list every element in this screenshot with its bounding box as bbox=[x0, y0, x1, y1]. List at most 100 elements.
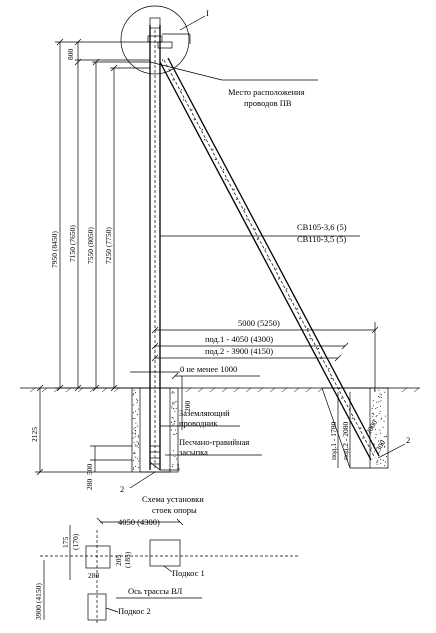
texture-dot bbox=[176, 458, 178, 460]
texture-dot bbox=[174, 455, 176, 457]
texture-dot bbox=[173, 392, 175, 394]
texture-dot bbox=[135, 410, 137, 412]
texture-dot bbox=[371, 426, 373, 428]
texture-dot bbox=[382, 426, 384, 428]
texture-dot bbox=[136, 402, 138, 404]
texture-dot bbox=[373, 419, 375, 421]
dim-2080: под.2 - 2080 bbox=[341, 422, 350, 460]
texture-dot bbox=[380, 397, 382, 399]
texture-dot bbox=[138, 408, 140, 410]
texture-dot bbox=[378, 396, 380, 398]
ground-hatch-mark bbox=[185, 387, 192, 393]
texture-dot bbox=[360, 427, 362, 429]
texture-dot bbox=[373, 443, 375, 445]
texture-dot bbox=[172, 401, 174, 403]
scheme-title-1: Схема установки bbox=[142, 494, 204, 504]
texture-dot bbox=[275, 268, 277, 270]
texture-dot bbox=[137, 436, 139, 438]
texture-dot bbox=[225, 178, 227, 180]
texture-dot bbox=[376, 401, 378, 403]
texture-dot bbox=[201, 129, 204, 131]
texture-dot bbox=[133, 389, 135, 391]
wire-place-label: Место расположения bbox=[228, 87, 305, 97]
texture-dot bbox=[174, 410, 176, 412]
texture-dot bbox=[172, 79, 174, 81]
texture-dot bbox=[134, 452, 136, 454]
texture-dot bbox=[204, 139, 206, 141]
texture-dot bbox=[172, 463, 174, 465]
texture-dot bbox=[170, 69, 172, 71]
texture-dot bbox=[135, 445, 137, 447]
dim-7250: 7250 (7750) bbox=[104, 227, 113, 264]
detail-callout-I: I bbox=[120, 5, 209, 75]
texture-dot bbox=[137, 458, 139, 460]
dim-7550: 7550 (8050) bbox=[86, 227, 95, 264]
texture-dot bbox=[233, 188, 235, 190]
texture-dot bbox=[379, 429, 381, 431]
dim-7950: 7950 (8450) bbox=[50, 231, 59, 268]
texture-dot bbox=[138, 460, 140, 462]
texture-dot bbox=[385, 435, 387, 437]
plan-dim-175: 175 bbox=[61, 537, 70, 549]
texture-dot bbox=[254, 228, 256, 230]
texture-dot bbox=[183, 99, 185, 101]
dim-2125: 2125 bbox=[30, 427, 39, 442]
texture-dot bbox=[133, 452, 135, 454]
texture-dot bbox=[383, 443, 385, 445]
texture-dot bbox=[134, 430, 136, 432]
texture-dot bbox=[132, 417, 134, 419]
texture-dot bbox=[171, 421, 173, 423]
ground-hatch-mark bbox=[401, 387, 408, 393]
texture-dot bbox=[135, 456, 137, 458]
ground-hatch-mark bbox=[29, 387, 36, 393]
texture-dot bbox=[378, 401, 380, 403]
texture-dot bbox=[137, 447, 139, 449]
texture-dot bbox=[244, 208, 246, 210]
dim-5000: 5000 (5250) bbox=[238, 318, 280, 328]
plan-dim-3900: 3900 (4150) bbox=[34, 583, 43, 620]
ground-hatch-mark bbox=[269, 387, 276, 393]
texture-dot bbox=[330, 377, 332, 379]
texture-dot bbox=[384, 415, 386, 417]
texture-dot bbox=[134, 392, 136, 394]
texture-dot bbox=[299, 318, 301, 320]
texture-dot bbox=[362, 437, 364, 439]
texture-dot bbox=[246, 218, 248, 220]
texture-dot bbox=[377, 461, 379, 463]
texture-dot bbox=[265, 248, 267, 250]
texture-dot bbox=[379, 393, 381, 395]
texture-dot bbox=[134, 426, 136, 428]
texture-dot bbox=[136, 441, 138, 443]
texture-dot bbox=[172, 403, 174, 405]
dim-800: 800 bbox=[66, 49, 75, 61]
plan-dim-185: (185) bbox=[123, 551, 132, 568]
ground-hatch-mark bbox=[53, 387, 60, 393]
dim-280: 280 bbox=[85, 479, 94, 491]
texture-dot bbox=[383, 436, 385, 438]
plan-dim-170: (170) bbox=[71, 533, 80, 550]
texture-dot bbox=[212, 148, 214, 151]
texture-dot bbox=[173, 408, 175, 410]
texture-dot bbox=[267, 258, 269, 260]
scheme-title: 2 Схема установки стоек опоры bbox=[120, 471, 204, 515]
texture-dot bbox=[377, 459, 379, 461]
texture-dot bbox=[132, 394, 134, 396]
texture-dot bbox=[379, 432, 381, 434]
strut-pit: под.1 - 1780 под.2 - 2080 2000 2300 2 bbox=[321, 387, 410, 469]
plan-dim-205: 205 bbox=[114, 555, 123, 567]
horizontal-dimensions: 5000 (5250) под.1 - 4050 (4300) под.2 - … bbox=[151, 318, 379, 392]
texture-dot bbox=[136, 400, 138, 402]
texture-dot bbox=[373, 414, 375, 416]
texture-dot bbox=[385, 455, 387, 457]
texture-dot bbox=[385, 436, 387, 438]
texture-dot bbox=[376, 415, 378, 417]
texture-dot bbox=[370, 447, 372, 449]
texture-dot bbox=[382, 459, 384, 461]
scheme-title-2: стоек опоры bbox=[152, 505, 197, 515]
dim-1780: под.1 - 1780 bbox=[329, 422, 338, 460]
ground-hatch-mark bbox=[293, 387, 300, 393]
texture-dot bbox=[214, 158, 216, 161]
texture-dot bbox=[351, 417, 353, 419]
ground-hatch-mark bbox=[245, 387, 252, 393]
